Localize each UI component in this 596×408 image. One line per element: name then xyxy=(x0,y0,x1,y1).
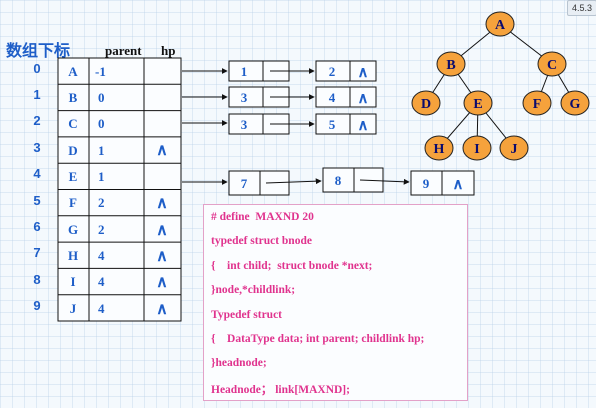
node-data-cell: F xyxy=(69,195,77,210)
child-index: 4 xyxy=(329,90,336,105)
code-line: { int child; struct bnode *next; xyxy=(211,260,373,272)
tree-node-label: G xyxy=(570,97,581,112)
parent-cell: 2 xyxy=(98,195,105,210)
tree-node-label: B xyxy=(446,58,455,73)
hp-null-cell: ∧ xyxy=(156,301,168,318)
parent-cell: 0 xyxy=(98,90,105,105)
null-pointer: ∧ xyxy=(358,118,369,134)
node-data-cell: B xyxy=(69,90,78,105)
tree-node-circle xyxy=(424,135,454,161)
tree-node-label: F xyxy=(533,97,542,112)
row-index: 7 xyxy=(33,245,41,260)
tree-node-label: C xyxy=(547,58,557,73)
parent-cell: 0 xyxy=(98,116,105,131)
child-node xyxy=(315,60,377,82)
child-index: 1 xyxy=(241,64,248,79)
hp-null-cell: ∧ xyxy=(156,248,168,265)
head-table xyxy=(57,57,182,322)
row-index: 2 xyxy=(33,113,41,128)
tree-node-label: I xyxy=(474,142,479,157)
parent-cell: -1 xyxy=(95,64,106,79)
null-pointer: ∧ xyxy=(453,177,464,193)
code-line: Headnode； link[MAXND]; xyxy=(211,384,350,396)
hp-null-cell: ∧ xyxy=(156,142,168,159)
tree-node-circle xyxy=(485,11,515,37)
hp-column-header: hp xyxy=(161,43,176,58)
tree-node-label: A xyxy=(495,18,506,33)
hp-null-cell: ∧ xyxy=(156,222,168,239)
child-node xyxy=(315,113,377,135)
tree-node-circle xyxy=(436,51,466,77)
node-data-cell: D xyxy=(68,143,77,158)
node-data-cell: G xyxy=(68,222,78,237)
parent-column-header: parent xyxy=(105,43,142,58)
row-index: 5 xyxy=(33,193,41,208)
row-index: 4 xyxy=(33,166,41,181)
row-index: 3 xyxy=(33,140,41,155)
row-index: 6 xyxy=(33,219,41,234)
code-line: # define MAXND 20 xyxy=(211,211,314,223)
code-line: Typedef struct xyxy=(211,309,283,321)
row-index: 9 xyxy=(33,298,41,313)
node-data-cell: H xyxy=(68,248,78,263)
tree-node-circle xyxy=(522,90,552,116)
tree-node-circle xyxy=(411,90,441,116)
parent-cell: 1 xyxy=(98,169,105,184)
tree-node-label: H xyxy=(434,142,445,157)
row-index: 1 xyxy=(33,87,41,102)
next-pointer-arrow xyxy=(265,178,322,185)
node-data-cell: A xyxy=(68,64,78,79)
tree-node-label: E xyxy=(473,97,482,112)
tree-node-circle xyxy=(463,90,493,116)
code-line: }node,*childlink; xyxy=(211,284,296,296)
parent-cell: 1 xyxy=(98,143,105,158)
null-pointer: ∧ xyxy=(358,91,369,107)
child-index: 3 xyxy=(241,90,248,105)
node-data-cell: J xyxy=(70,301,77,316)
code-line: }headnode; xyxy=(211,357,267,369)
parent-cell: 4 xyxy=(98,301,105,316)
child-index: 3 xyxy=(241,117,248,132)
next-pointer-arrow xyxy=(359,178,410,185)
child-node xyxy=(322,167,384,193)
null-pointer: ∧ xyxy=(358,65,369,81)
parent-cell: 4 xyxy=(98,248,105,263)
child-node xyxy=(315,86,377,108)
child-index: 8 xyxy=(335,173,342,188)
tree-edges xyxy=(425,23,576,149)
child-index: 7 xyxy=(241,176,248,191)
tree-node-circle xyxy=(537,51,567,77)
parent-cell: 2 xyxy=(98,222,105,237)
slide-number: 4.5.3 xyxy=(567,0,596,16)
array-index-heading: 数组下标 xyxy=(6,41,71,60)
hp-null-cell: ∧ xyxy=(156,195,168,212)
hp-null-cell: ∧ xyxy=(156,274,168,291)
node-data-cell: C xyxy=(68,116,77,131)
row-index: 8 xyxy=(33,272,41,287)
struct-definition-code-box: # define MAXND 20 typedef struct bnode {… xyxy=(203,204,468,401)
child-index: 2 xyxy=(329,64,336,79)
parent-cell: 4 xyxy=(98,274,105,289)
tree-node-label: J xyxy=(511,142,518,157)
tree-node-circle xyxy=(560,90,590,116)
child-index: 5 xyxy=(329,117,336,132)
code-line: { DataType data; int parent; childlink h… xyxy=(211,333,425,345)
child-node xyxy=(228,170,290,196)
tree-node-label: D xyxy=(421,97,431,112)
tree-node-circle xyxy=(499,135,529,161)
node-data-cell: I xyxy=(70,274,75,289)
child-index: 9 xyxy=(423,176,430,191)
row-index: 0 xyxy=(33,61,41,76)
node-data-cell: E xyxy=(69,169,78,184)
code-line: typedef struct bnode xyxy=(211,235,312,247)
tree-node-circle xyxy=(462,135,492,161)
